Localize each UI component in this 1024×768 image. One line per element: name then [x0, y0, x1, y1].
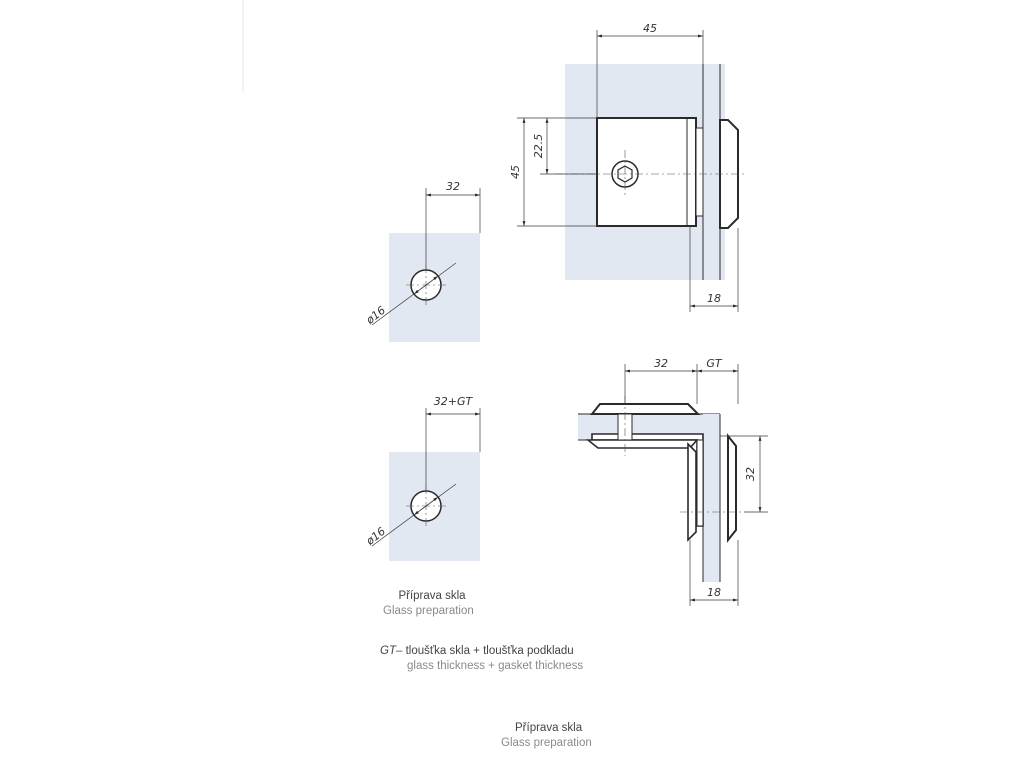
- dim-top-glass: 18: [707, 292, 721, 305]
- glass-vertical: [703, 414, 720, 582]
- outer-plate: [719, 119, 739, 229]
- dim-corner-gt: GT: [706, 357, 723, 370]
- bottom-caption: Příprava skla Glass preparation: [501, 721, 592, 751]
- clamp-front-view: 45 45 22.5 18: [509, 22, 745, 312]
- clamp-corner-view: 32 GT 32 18: [578, 357, 768, 606]
- gt-legend-en: glass thickness + gasket thickness: [407, 660, 584, 672]
- dim-hole1-diameter: ø16: [363, 304, 388, 328]
- dim-corner-vertical: 32: [744, 467, 757, 481]
- gt-legend-cz: tloušťka skla + tloušťka podkladu: [405, 645, 574, 657]
- glass-prep-caption-en: Glass preparation: [383, 605, 474, 617]
- dim-hole2-diameter: ø16: [363, 525, 388, 549]
- glass-prep-2: 32+GT ø16: [363, 395, 481, 561]
- dim-top-half-height: 22.5: [532, 134, 545, 159]
- dim-top-height: 45: [509, 165, 522, 179]
- dim-corner-offset: 32: [654, 357, 668, 370]
- dim-hole1-offset: 32: [446, 180, 460, 193]
- bottom-caption-en: Glass preparation: [501, 737, 592, 749]
- gt-legend: GT– tloušťka skla + tloušťka podkladu gl…: [380, 644, 583, 674]
- dim-corner-glass: 18: [707, 586, 721, 599]
- dim-hole2-offset: 32+GT: [434, 395, 474, 408]
- dim-top-width: 45: [643, 22, 657, 35]
- glass-prep-caption-cz: Příprava skla: [398, 590, 466, 602]
- gt-legend-key: GT–: [380, 645, 403, 657]
- glass-prep-1: 32 ø16: [363, 180, 481, 342]
- glass-prep-caption: Příprava skla Glass preparation: [383, 589, 474, 619]
- bottom-caption-cz: Příprava skla: [515, 722, 583, 734]
